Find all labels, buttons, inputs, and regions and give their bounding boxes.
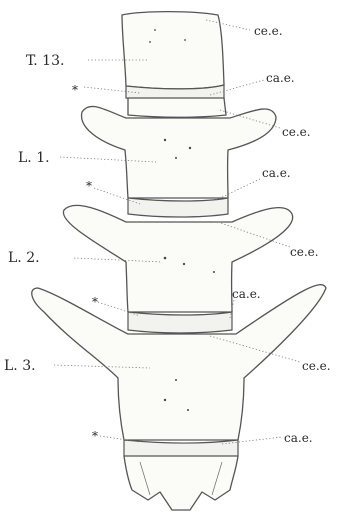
label-star-4: * (92, 429, 98, 443)
vertebra-t13 (122, 12, 226, 118)
label-ca-e-2: ca.e. (262, 166, 291, 180)
label-ce-e-1: ce.e. (254, 24, 283, 38)
label-ca-e-4: ca.e. (284, 431, 313, 445)
label-star-2: * (86, 179, 92, 193)
label-star-1: * (72, 83, 78, 97)
vertebra-l1 (82, 106, 276, 217)
label-l2: L. 2. (8, 250, 40, 266)
label-ce-e-4: ce.e. (302, 359, 331, 373)
label-ca-e-3: ca.e. (232, 287, 261, 301)
label-ca-e-1: ca.e. (266, 71, 295, 85)
label-l3: L. 3. (4, 358, 36, 374)
vertebra-l4-fragment (124, 456, 238, 510)
label-t13: T. 13. (26, 53, 64, 69)
label-ce-e-2: ce.e. (282, 125, 311, 139)
vertebra-l2 (63, 205, 292, 333)
label-star-3: * (92, 295, 98, 309)
label-l1: L. 1. (18, 150, 50, 166)
l2-epiphysis-plate (128, 312, 232, 333)
l1-epiphysis-plate (128, 198, 228, 217)
label-ce-e-3: ce.e. (290, 245, 319, 259)
